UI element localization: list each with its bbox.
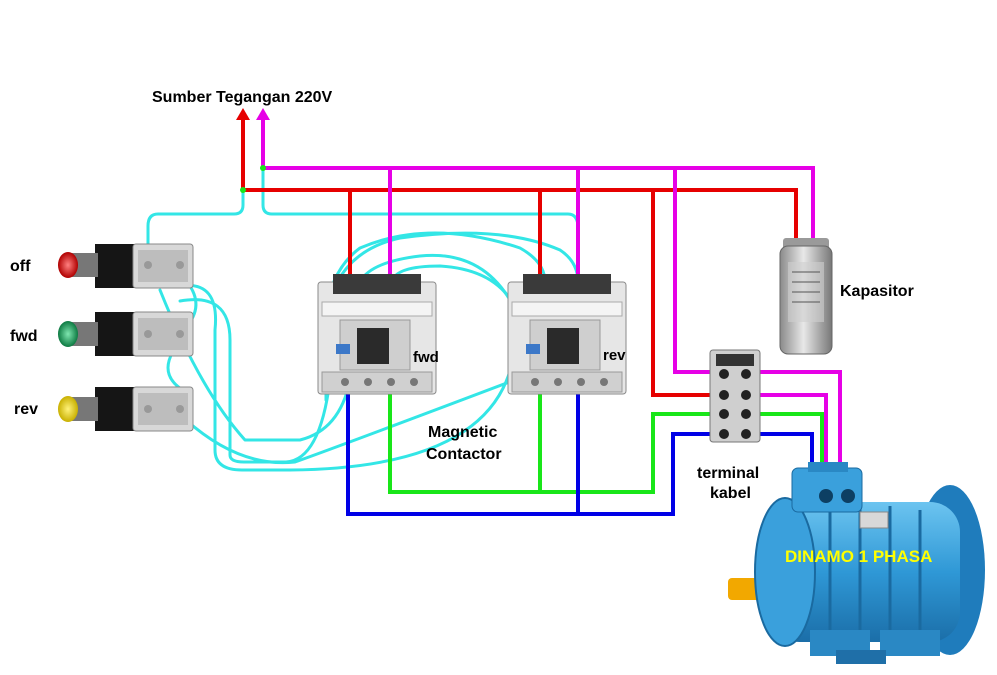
terminal-label-line1: terminal bbox=[697, 465, 759, 482]
push-button-rev[interactable] bbox=[58, 386, 194, 432]
green-button-icon bbox=[58, 321, 78, 347]
neutral-arrow-icon bbox=[256, 108, 270, 120]
contactor-fwd bbox=[317, 274, 437, 395]
fwd-label: fwd bbox=[10, 328, 38, 345]
push-button-fwd[interactable] bbox=[58, 311, 194, 357]
push-button-off[interactable] bbox=[58, 243, 194, 289]
source-label: Sumber Tegangan 220V bbox=[152, 89, 333, 106]
contactor-rev bbox=[507, 274, 627, 395]
phase-arrow-icon bbox=[236, 108, 250, 120]
rev-label: rev bbox=[14, 401, 38, 418]
terminal-label-line2: kabel bbox=[710, 485, 751, 502]
capacitor bbox=[779, 238, 833, 355]
off-label: off bbox=[10, 258, 31, 275]
terminal-block bbox=[709, 349, 761, 443]
magnetic-label: Magnetic bbox=[428, 424, 497, 441]
red-button-icon bbox=[58, 252, 78, 278]
contactor-fwd-label: fwd bbox=[413, 349, 439, 366]
contactor-label: Contactor bbox=[426, 446, 502, 463]
contactor-rev-label: rev bbox=[603, 347, 626, 364]
yellow-button-icon bbox=[58, 396, 78, 422]
motor-label: DINAMO 1 PHASA bbox=[785, 547, 932, 566]
source-arrows bbox=[236, 108, 270, 193]
capacitor-label: Kapasitor bbox=[840, 283, 914, 300]
power-wires bbox=[241, 118, 842, 516]
motor bbox=[728, 462, 985, 664]
